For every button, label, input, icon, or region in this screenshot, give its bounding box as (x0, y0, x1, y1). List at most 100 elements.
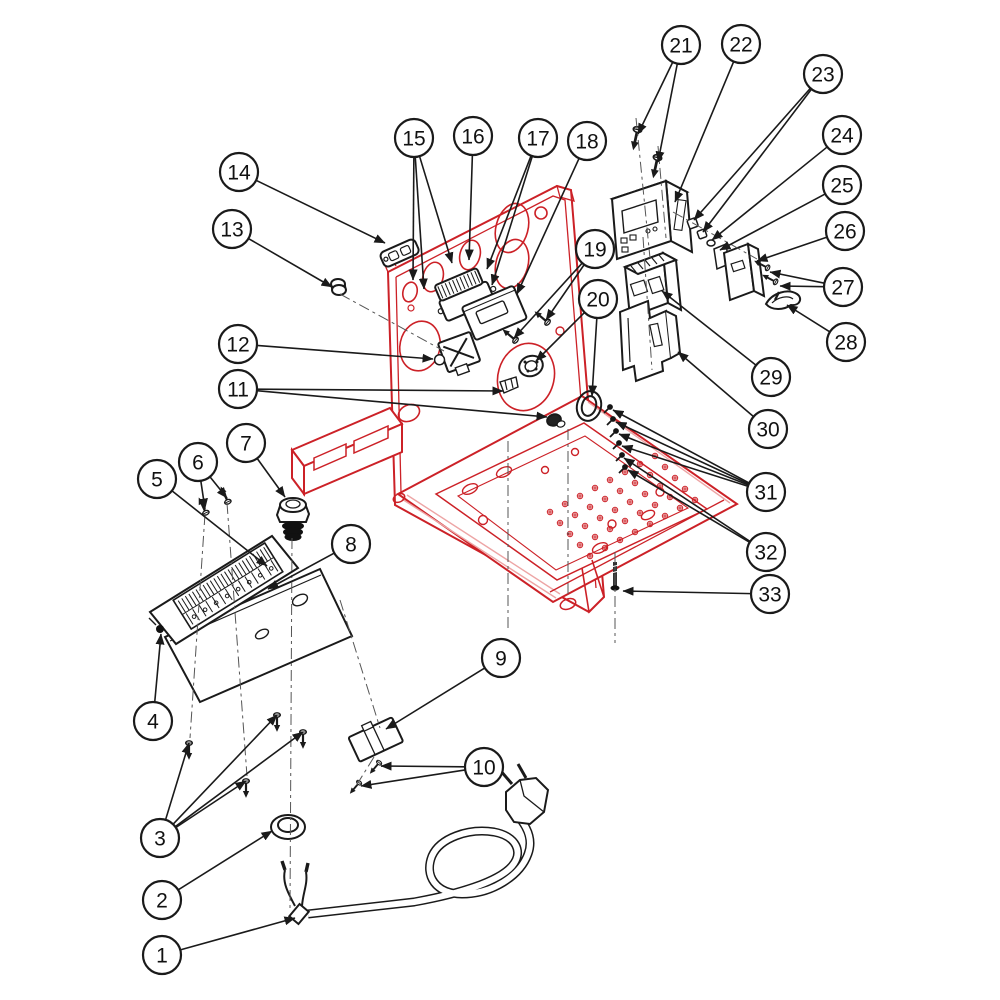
screw-10b (348, 778, 364, 795)
callout-11[interactable]: 11 (217, 368, 259, 410)
callout-20-circle[interactable] (577, 278, 619, 320)
terminal-tooth (213, 578, 222, 591)
callout-14[interactable]: 14 (218, 151, 260, 193)
callout-23[interactable]: 23 (802, 53, 844, 95)
callout-30[interactable]: 30 (747, 408, 789, 450)
receptacle-box (461, 285, 528, 341)
terminal-tooth (199, 587, 208, 600)
callout-32-circle[interactable] (745, 531, 787, 573)
callout-14-circle[interactable] (218, 151, 260, 193)
callout-28-circle[interactable] (825, 321, 867, 363)
vent-hole-inner (663, 514, 667, 518)
callout-31-circle[interactable] (745, 471, 787, 513)
callout-25[interactable]: 25 (821, 164, 863, 206)
callout-21-circle[interactable] (660, 24, 702, 66)
callout-17-circle[interactable] (517, 117, 559, 159)
callout-28[interactable]: 28 (825, 321, 867, 363)
terminal-divider (237, 580, 246, 592)
callout-1[interactable]: 1 (141, 934, 183, 976)
callout-6-circle[interactable] (177, 441, 219, 483)
callout-22[interactable]: 22 (720, 23, 762, 65)
callout-29-circle[interactable] (750, 356, 792, 398)
callout-7-circle[interactable] (225, 422, 267, 464)
callout-26[interactable]: 26 (824, 210, 866, 252)
callout-24-circle[interactable] (821, 114, 863, 156)
callout-22-circle[interactable] (720, 23, 762, 65)
vent-hole (631, 528, 639, 536)
vent-hole (571, 511, 579, 519)
leader-line-15 (408, 156, 418, 281)
callout-3[interactable]: 3 (139, 817, 181, 859)
callout-5-circle[interactable] (136, 458, 178, 500)
callout-8-circle[interactable] (330, 523, 372, 565)
callout-15[interactable]: 15 (393, 117, 435, 159)
callout-3-circle[interactable] (139, 817, 181, 859)
stripped-wires (280, 860, 310, 907)
vent-hole-inner (683, 487, 687, 491)
callout-17[interactable]: 17 (517, 117, 559, 159)
vent-hole (606, 476, 614, 484)
callout-20[interactable]: 20 (577, 278, 619, 320)
vent-hole (556, 519, 564, 527)
callout-16[interactable]: 16 (452, 115, 494, 157)
vent-hole-inner (578, 494, 582, 498)
callout-15-circle[interactable] (393, 117, 435, 159)
callout-12-number: 12 (226, 334, 249, 357)
axis-lines (189, 117, 758, 909)
callout-1-circle[interactable] (141, 934, 183, 976)
callout-27[interactable]: 27 (822, 266, 864, 308)
callout-26-circle[interactable] (824, 210, 866, 252)
callout-6[interactable]: 6 (177, 441, 219, 483)
callout-23-circle[interactable] (802, 53, 844, 95)
callout-19-number: 19 (583, 239, 606, 262)
callout-5[interactable]: 5 (136, 458, 178, 500)
leader-line-20 (535, 311, 586, 362)
leader-line-3 (164, 742, 191, 821)
leader-line-8 (267, 552, 335, 590)
callout-13[interactable]: 13 (211, 208, 253, 250)
callout-18-circle[interactable] (566, 120, 608, 162)
callout-25-circle[interactable] (821, 164, 863, 206)
callout-18[interactable]: 18 (566, 120, 608, 162)
terminal-tooth (188, 593, 197, 607)
callout-11-circle[interactable] (217, 368, 259, 410)
callout-24[interactable]: 24 (821, 114, 863, 156)
leader-line-20 (588, 317, 598, 397)
callout-9-circle[interactable] (480, 637, 522, 679)
callout-4[interactable]: 4 (132, 700, 174, 742)
callout-27-circle[interactable] (822, 266, 864, 308)
callout-4-circle[interactable] (132, 700, 174, 742)
callout-29[interactable]: 29 (750, 356, 792, 398)
callout-2[interactable]: 2 (141, 879, 183, 921)
vent-hole (641, 490, 649, 498)
callout-12[interactable]: 12 (217, 323, 259, 365)
vent-hole (601, 495, 609, 503)
terminal-divider (185, 613, 194, 625)
callout-10[interactable]: 10 (463, 746, 505, 788)
leader-line-24 (711, 146, 828, 241)
vent-hole (661, 512, 669, 520)
callout-2-circle[interactable] (141, 879, 183, 921)
callout-9[interactable]: 9 (480, 637, 522, 679)
callout-12-circle[interactable] (217, 323, 259, 365)
relay-block (622, 251, 683, 319)
callout-19-circle[interactable] (574, 228, 616, 270)
callout-13-circle[interactable] (211, 208, 253, 250)
callout-32[interactable]: 32 (745, 531, 787, 573)
callout-33[interactable]: 33 (749, 573, 791, 615)
callout-19[interactable]: 19 (574, 228, 616, 270)
callout-16-circle[interactable] (452, 115, 494, 157)
leader-line-21 (637, 61, 674, 135)
callout-7[interactable]: 7 (225, 422, 267, 464)
callout-30-circle[interactable] (747, 408, 789, 450)
callout-31[interactable]: 31 (745, 471, 787, 513)
vent-hole (576, 541, 584, 549)
callout-33-circle[interactable] (749, 573, 791, 615)
callout-21[interactable]: 21 (660, 24, 702, 66)
leader-line-7 (256, 457, 286, 498)
terminal-divider (270, 560, 279, 572)
callout-10-circle[interactable] (463, 746, 505, 788)
leader-line-15 (418, 155, 454, 264)
callout-8-number: 8 (345, 534, 357, 557)
callout-8[interactable]: 8 (330, 523, 372, 565)
